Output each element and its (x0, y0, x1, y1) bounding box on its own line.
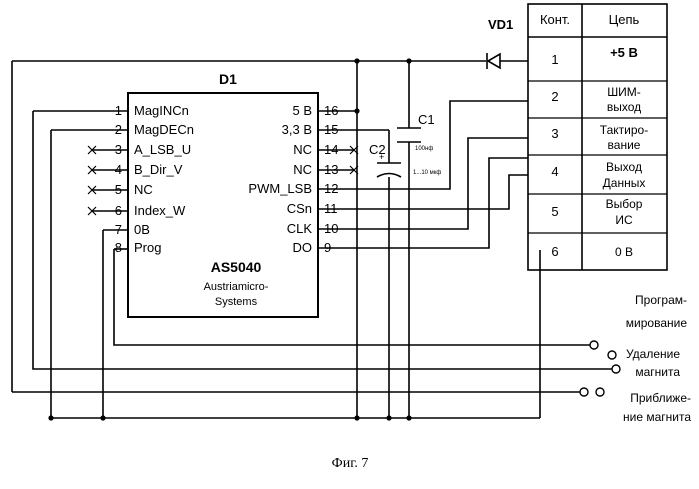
table-row5-num: 5 (551, 204, 558, 219)
chip-left-pins: 1 MagINCn 2 MagDECn 3 A_LSB_U 4 B_Dir_V … (33, 103, 194, 255)
label-approach-line1: Приближе- (630, 391, 691, 405)
connector-table: Конт. Цепь 1 +5 В 2 ШИМ- выход 3 Тактиро… (528, 4, 667, 270)
junction-dot (386, 415, 391, 420)
table-row4-num: 4 (551, 164, 558, 179)
pin3-number: 3 (115, 142, 122, 157)
pin7-number: 7 (115, 222, 122, 237)
table-row2-line2: выход (607, 100, 641, 114)
junction-dot (354, 58, 359, 63)
pin15-name: 3,3 B (282, 122, 312, 137)
pin5-number: 5 (115, 182, 122, 197)
label-removal-line1: Удаление (626, 347, 680, 361)
pin11-number: 11 (324, 201, 338, 216)
pin2-number: 2 (115, 122, 122, 137)
approach-terminal (596, 388, 604, 396)
pin5-name: NC (134, 182, 153, 197)
junction-dot (354, 108, 359, 113)
table-row1-line1: +5 В (610, 45, 638, 60)
pin4-name: B_Dir_V (134, 162, 183, 177)
pin11-name: CSn (287, 201, 312, 216)
label-programming-line2: мирование (626, 316, 688, 330)
chip-maker-line2: Systems (215, 296, 258, 308)
pin13-name: NC (293, 162, 312, 177)
c1-ref-label: C1 (418, 112, 435, 127)
table-row6-line1: 0 В (615, 245, 633, 259)
pin3-name: A_LSB_U (134, 142, 191, 157)
table-row4-line2: Данных (603, 176, 646, 190)
pin8-name: Prog (134, 240, 161, 255)
prog-wire (114, 249, 590, 345)
junction-dot (48, 415, 53, 420)
switch-labels: Програм- мирование Удаление магнита Приб… (623, 293, 691, 424)
label-approach-line2: ние магнита (623, 410, 691, 424)
table-row2-num: 2 (551, 89, 558, 104)
prog-terminal (590, 341, 598, 349)
pin16-name: 5 B (292, 103, 312, 118)
table-frame (528, 4, 667, 270)
pin10-number: 10 (324, 221, 338, 236)
junction-dot (354, 415, 359, 420)
table-row5-line2: ИС (615, 213, 633, 227)
label-removal-line2: магнита (635, 365, 680, 379)
removal-terminal (608, 351, 616, 359)
pin9-number: 9 (324, 240, 331, 255)
pin4-number: 4 (115, 162, 122, 177)
diode-vd1: VD1 (487, 17, 528, 69)
table-row4-line1: Выход (606, 160, 642, 174)
table-header-contact: Конт. (540, 12, 570, 27)
table-row5-line1: Выбор (606, 197, 643, 211)
pin13-number: 13 (324, 162, 338, 177)
label-programming-line1: Програм- (635, 293, 687, 307)
capacitor-c1: C1 100нф (397, 112, 435, 152)
pin12-name: PWM_LSB (248, 181, 312, 196)
junction-dot (100, 415, 105, 420)
table-row3-line1: Тактиро- (600, 123, 648, 137)
pin7-name: 0B (134, 222, 150, 237)
csn-wire (355, 175, 528, 209)
magincn-terminal (612, 365, 620, 373)
do-wire (355, 158, 528, 248)
pin10-name: CLK (287, 221, 313, 236)
pin15-number: 15 (324, 122, 338, 137)
junction-dot (406, 415, 411, 420)
chip-part-label: AS5040 (211, 259, 262, 275)
diode-triangle-icon (488, 54, 500, 68)
pin2-name: MagDECn (134, 122, 194, 137)
pin16-number: 16 (324, 103, 338, 118)
table-header-circuit: Цепь (609, 12, 640, 27)
table-row2-line1: ШИМ- (607, 85, 641, 99)
junction-dot (406, 58, 411, 63)
pin14-number: 14 (324, 142, 338, 157)
c2-plate-curved (377, 174, 401, 178)
pin6-name: Index_W (134, 203, 186, 218)
table-row6-num: 6 (551, 244, 558, 259)
pin8-number: 8 (115, 240, 122, 255)
c1-value-label: 100нф (415, 146, 433, 152)
pin1-name: MagINCn (134, 103, 189, 118)
chip-ref-label: D1 (219, 71, 237, 87)
figure-caption: Фиг. 7 (332, 456, 369, 471)
diode-ref-label: VD1 (488, 17, 513, 32)
chip-maker-line1: Austriamicro- (204, 281, 269, 293)
pin1-number: 1 (115, 103, 122, 118)
table-row3-num: 3 (551, 126, 558, 141)
pin12-number: 12 (324, 181, 338, 196)
plus5v-terminal (580, 388, 588, 396)
pin14-name: NC (293, 142, 312, 157)
pin9-name: DO (293, 240, 313, 255)
power-rails (12, 58, 540, 420)
table-row3-line2: вание (608, 138, 641, 152)
c2-value-label: 1...10 мкф (413, 170, 441, 176)
table-row1-num: 1 (551, 52, 558, 67)
c2-ref-label: C2 (369, 142, 386, 157)
pin6-number: 6 (115, 203, 122, 218)
